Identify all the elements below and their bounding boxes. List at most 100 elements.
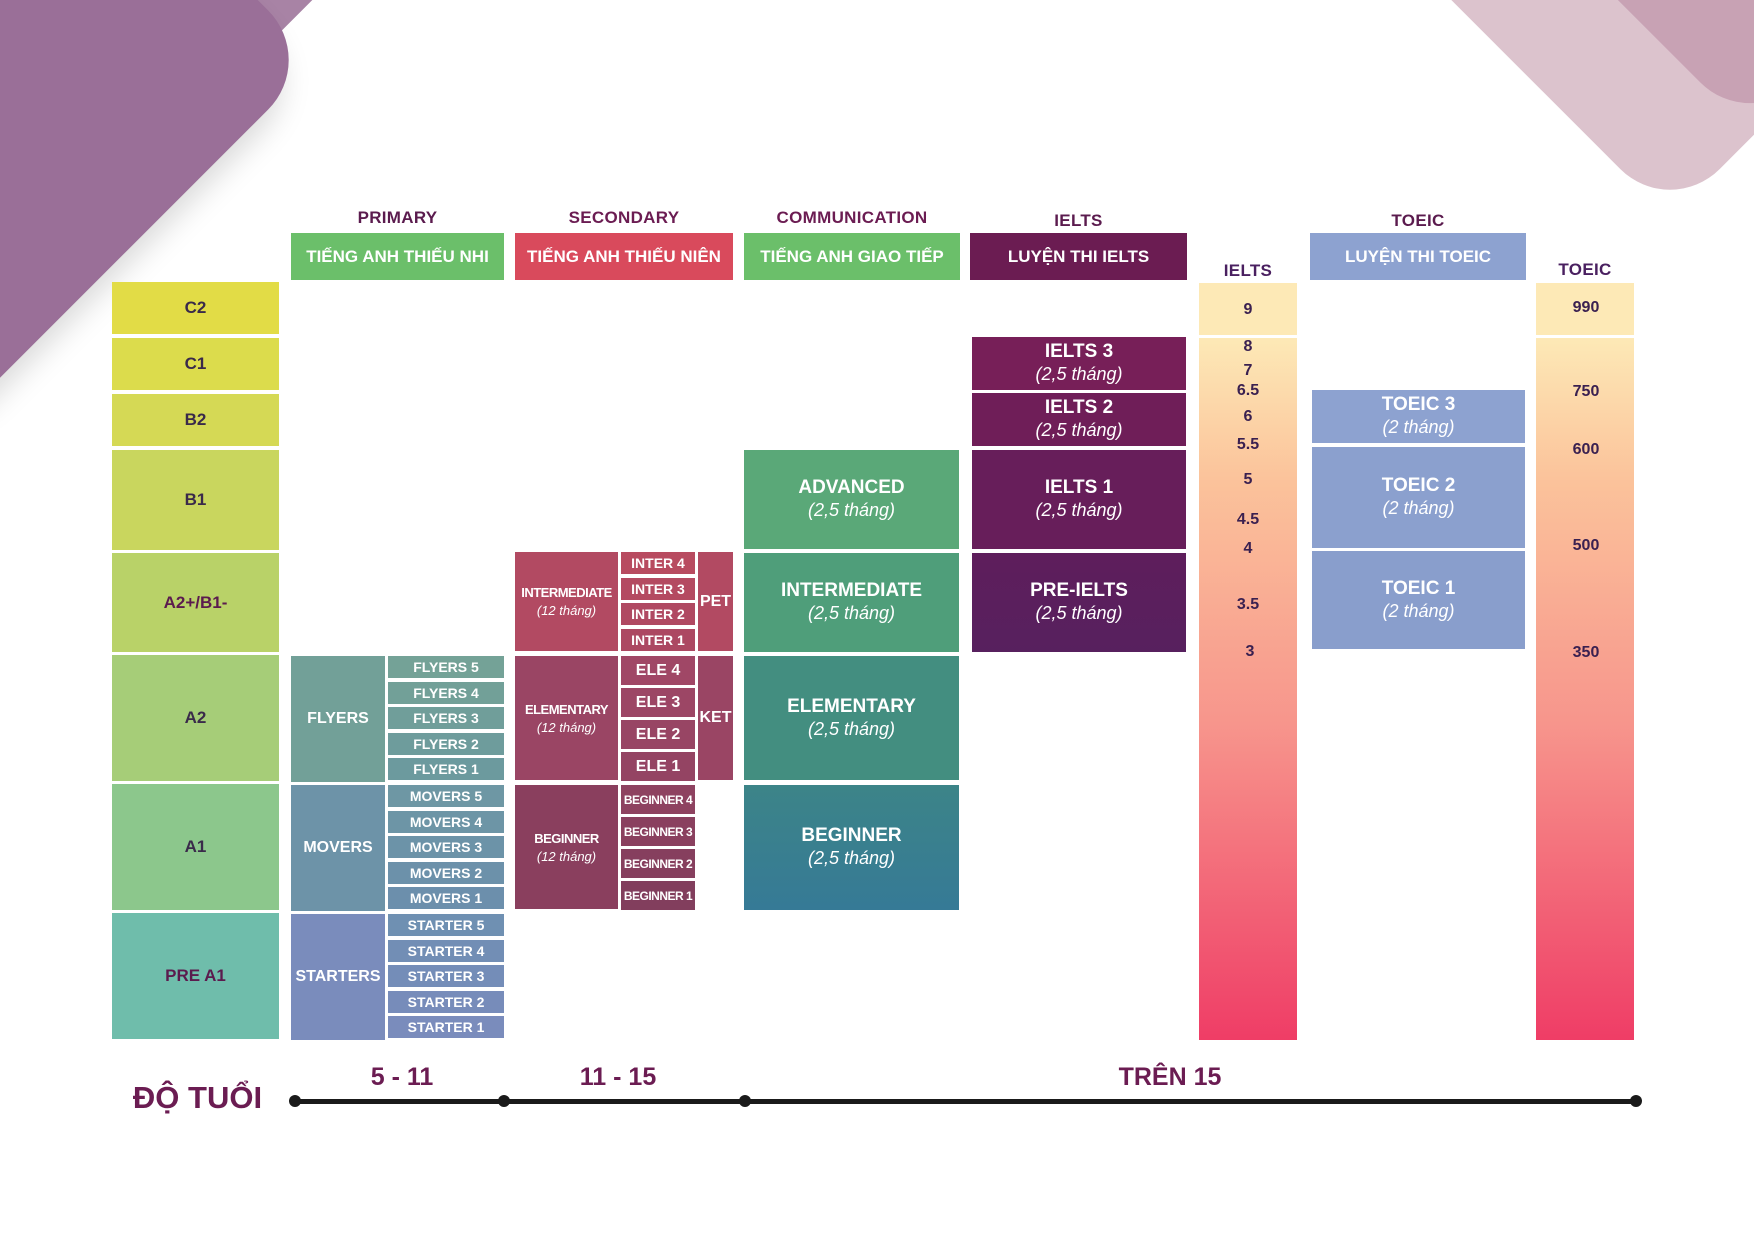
ielts-course-3: IELTS 3 (2,5 tháng) xyxy=(972,337,1186,390)
ielts-score-bar xyxy=(1199,338,1297,1040)
ele-3: ELE 3 xyxy=(621,688,695,717)
toeic-course-1-label: TOEIC 1 xyxy=(1381,577,1456,599)
header-secondary-box: TIẾNG ANH THIẾU NIÊN xyxy=(515,233,733,280)
cefr-level-a2: A2 xyxy=(112,655,279,781)
secondary-beginner-duration: (12 tháng) xyxy=(536,848,597,864)
ielts-score-8: 8 xyxy=(1243,338,1253,355)
starter-1: STARTER 1 xyxy=(388,1016,504,1038)
header-primary-title: PRIMARY xyxy=(357,208,438,227)
age-range-11-15: 11 - 15 xyxy=(579,1063,657,1091)
age-label: ĐỘ TUỔI xyxy=(132,1080,263,1115)
ele-4: ELE 4 xyxy=(621,656,695,685)
cefr-level-a2plus: A2+/B1- xyxy=(112,553,279,652)
cefr-level-b2: B2 xyxy=(112,394,279,446)
toeic-score-750: 750 xyxy=(1572,383,1600,400)
cefr-level-a1: A1 xyxy=(112,784,279,910)
ielts-score-6: 6 xyxy=(1243,408,1253,425)
communication-elementary-duration: (2,5 tháng) xyxy=(807,718,896,739)
ielts-course-pre-label: PRE-IELTS xyxy=(1030,580,1128,602)
toeic-course-3-duration: (2 tháng) xyxy=(1382,417,1455,438)
ele-2: ELE 2 xyxy=(621,720,695,749)
inter-3: INTER 3 xyxy=(621,578,695,600)
cefr-level-c1: C1 xyxy=(112,338,279,390)
flyers-1: FLYERS 1 xyxy=(388,758,504,780)
secondary-beginner-label: BEGINNER xyxy=(534,830,599,846)
secondary-intermediate-label: INTERMEDIATE xyxy=(521,585,612,600)
age-range-5-11: 5 - 11 xyxy=(370,1063,434,1091)
ielts-course-3-label: IELTS 3 xyxy=(1044,341,1114,363)
movers-2: MOVERS 2 xyxy=(388,862,504,884)
primary-group-starters: STARTERS xyxy=(291,914,385,1040)
ielts-course-2-duration: (2,5 tháng) xyxy=(1035,420,1123,441)
age-timeline-dot-11 xyxy=(498,1095,510,1107)
toeic-course-2: TOEIC 2 (2 tháng) xyxy=(1312,447,1525,548)
secondary-group-beginner: BEGINNER (12 tháng) xyxy=(515,785,618,909)
cefr-level-pre-a1: PRE A1 xyxy=(112,913,279,1039)
communication-beginner-label: BEGINNER xyxy=(801,825,902,847)
toeic-course-1: TOEIC 1 (2 tháng) xyxy=(1312,551,1525,649)
ielts-score-3: 3 xyxy=(1245,643,1255,660)
movers-4: MOVERS 4 xyxy=(388,811,504,833)
ielts-score-4: 4 xyxy=(1243,540,1253,557)
cefr-level-c2: C2 xyxy=(112,282,279,334)
exam-pet: PET xyxy=(698,552,733,651)
toeic-course-3: TOEIC 3 (2 tháng) xyxy=(1312,390,1525,443)
communication-beginner: BEGINNER (2,5 tháng) xyxy=(744,785,959,910)
inter-4: INTER 4 xyxy=(621,552,695,574)
toeic-course-3-label: TOEIC 3 xyxy=(1381,394,1456,416)
primary-group-movers: MOVERS xyxy=(291,785,385,911)
age-timeline-dot-end xyxy=(1630,1095,1642,1107)
ielts-score-7: 7 xyxy=(1243,362,1253,379)
header-toeic-box: LUYỆN THI TOEIC xyxy=(1310,233,1526,280)
beginner-1: BEGINNER 1 xyxy=(621,881,695,910)
ielts-course-2: IELTS 2 (2,5 tháng) xyxy=(972,393,1186,446)
toeic-score-500: 500 xyxy=(1572,537,1600,554)
secondary-intermediate-duration: (12 tháng) xyxy=(536,603,597,618)
flyers-5: FLYERS 5 xyxy=(388,656,504,678)
communication-advanced: ADVANCED (2,5 tháng) xyxy=(744,450,959,549)
ielts-score-5-5: 5.5 xyxy=(1236,436,1260,453)
age-timeline-dot-15 xyxy=(739,1095,751,1107)
ielts-score-6-5: 6.5 xyxy=(1236,382,1260,399)
header-ielts-title: IELTS xyxy=(1054,211,1103,230)
toeic-score-600: 600 xyxy=(1572,441,1600,458)
age-range-tren-15: TRÊN 15 xyxy=(1118,1063,1222,1091)
header-primary-box: TIẾNG ANH THIẾU NHI xyxy=(291,233,504,280)
ielts-course-2-label: IELTS 2 xyxy=(1044,397,1114,419)
ielts-course-1-duration: (2,5 tháng) xyxy=(1035,500,1123,521)
ielts-score-bar-top xyxy=(1199,283,1297,335)
ielts-course-pre-duration: (2,5 tháng) xyxy=(1035,603,1123,624)
primary-group-starters-label: STARTERS xyxy=(295,968,381,986)
toeic-score-990: 990 xyxy=(1572,299,1600,316)
flyers-4: FLYERS 4 xyxy=(388,682,504,704)
communication-elementary: ELEMENTARY (2,5 tháng) xyxy=(744,656,959,780)
toeic-course-2-duration: (2 tháng) xyxy=(1382,498,1455,519)
starter-3: STARTER 3 xyxy=(388,965,504,987)
communication-intermediate-duration: (2,5 tháng) xyxy=(807,603,896,624)
secondary-group-intermediate: INTERMEDIATE (12 tháng) xyxy=(515,552,618,651)
secondary-elementary-duration: (12 tháng) xyxy=(536,719,597,735)
toeic-score-bar xyxy=(1536,338,1634,1040)
exam-ket: KET xyxy=(698,656,733,780)
cefr-level-b1: B1 xyxy=(112,450,279,550)
age-timeline-line xyxy=(295,1099,1637,1104)
header-toeic-title: TOEIC xyxy=(1391,211,1445,230)
communication-beginner-duration: (2,5 tháng) xyxy=(807,848,896,869)
toeic-course-1-duration: (2 tháng) xyxy=(1382,600,1455,621)
ielts-course-3-duration: (2,5 tháng) xyxy=(1035,364,1123,385)
beginner-2: BEGINNER 2 xyxy=(621,849,695,878)
movers-3: MOVERS 3 xyxy=(388,836,504,858)
communication-elementary-label: ELEMENTARY xyxy=(787,695,916,717)
primary-group-flyers-label: FLYERS xyxy=(307,710,369,728)
flyers-2: FLYERS 2 xyxy=(388,733,504,755)
header-secondary-title: SECONDARY xyxy=(568,208,680,227)
toeic-score-bar-top xyxy=(1536,283,1634,335)
ielts-score-9: 9 xyxy=(1243,301,1253,318)
communication-advanced-duration: (2,5 tháng) xyxy=(807,500,896,521)
beginner-4: BEGINNER 4 xyxy=(621,785,695,814)
toeic-score-350: 350 xyxy=(1572,644,1600,661)
communication-intermediate-label: INTERMEDIATE xyxy=(780,580,923,602)
inter-2: INTER 2 xyxy=(621,603,695,625)
secondary-elementary-label: ELEMENTARY xyxy=(524,701,609,717)
movers-1: MOVERS 1 xyxy=(388,887,504,909)
